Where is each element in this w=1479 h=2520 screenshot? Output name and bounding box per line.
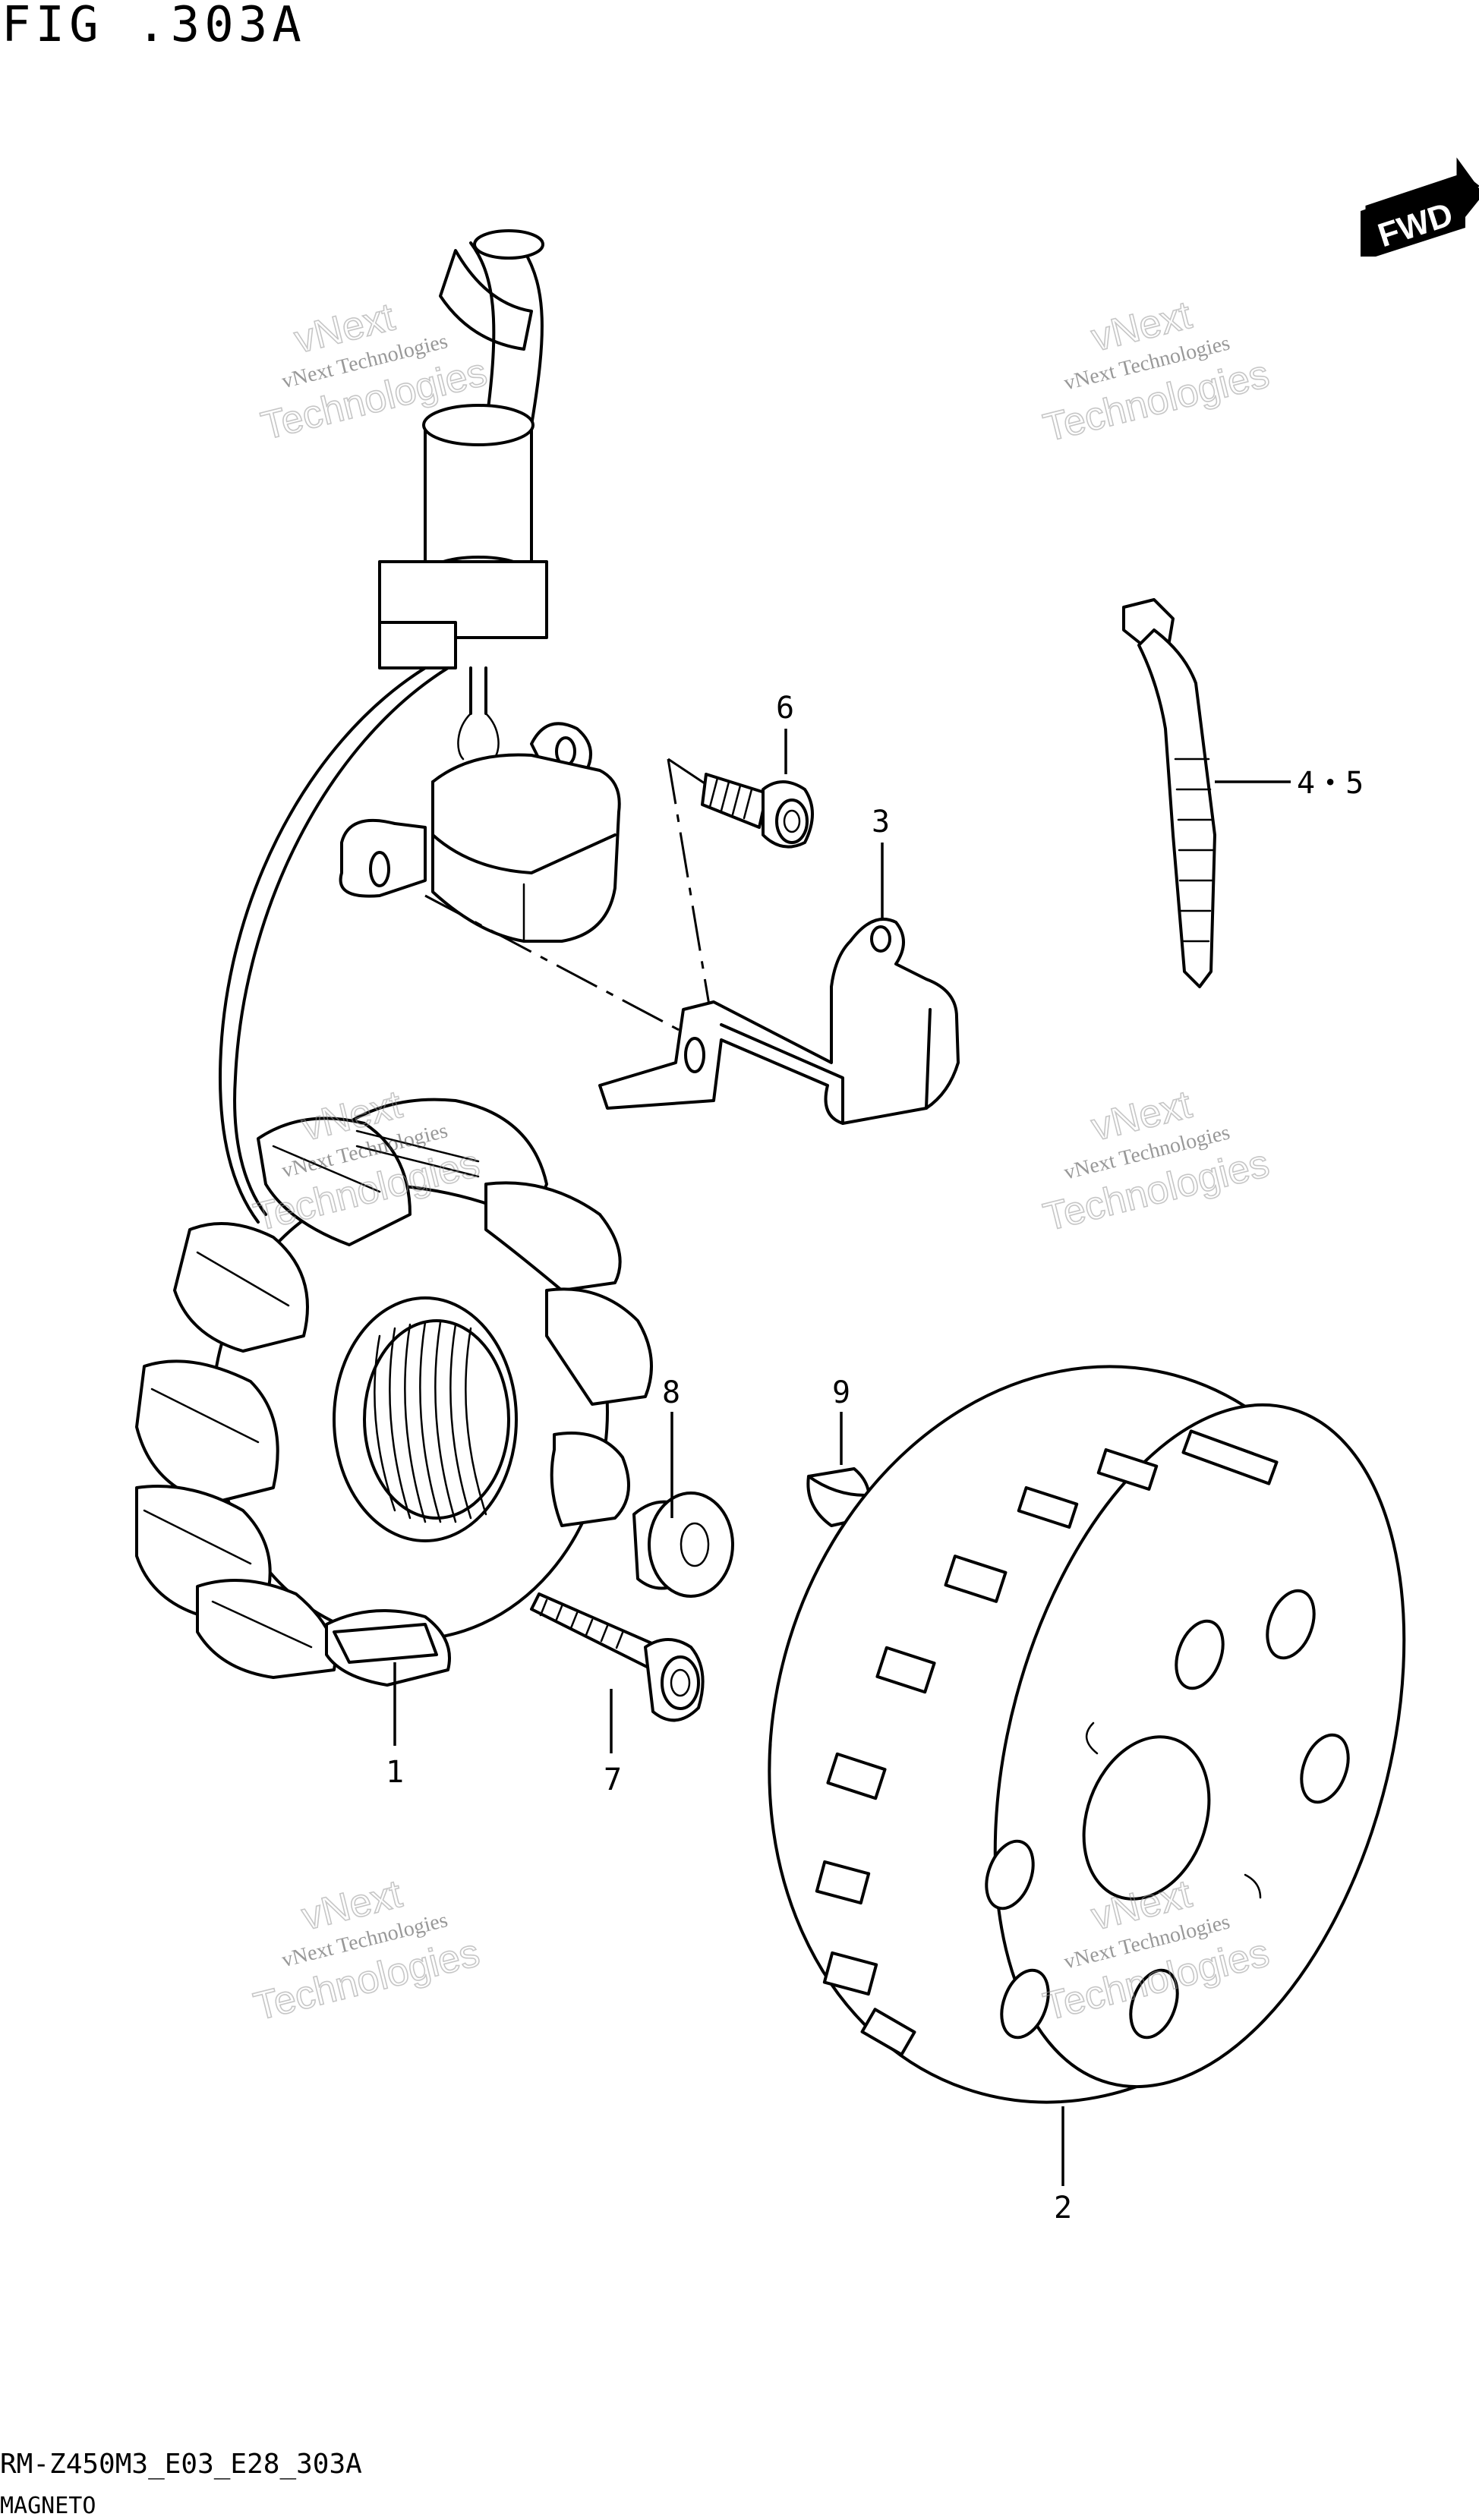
bolt-7 [530,1592,705,1722]
rotor-magnet-tabs [815,1429,1279,2056]
watermark-low-left: vNext vNext Technologies Technologies [249,1871,484,2030]
callout-6: 6 [776,691,794,726]
fwd-arrow-icon: FWD [1361,157,1479,257]
figure-name: MAGNETO [0,2493,96,2519]
collar-8 [632,1492,734,1598]
callout-4-5: 4・5 [1297,766,1364,801]
bracket-3 [598,918,960,1125]
cable-tie-4-5 [1122,598,1216,988]
watermark-mid-right: vNext vNext Technologies Technologies [1039,1082,1274,1240]
callout-1: 1 [386,1755,404,1790]
model-code: RM-Z450M3_E03_E28_303A [0,2449,362,2480]
alignment-line-a [424,894,684,1034]
rotor-2 [768,1365,1406,2104]
stator-1 [135,1098,653,1687]
callout-3: 3 [872,805,890,839]
callout-9: 9 [832,1375,850,1410]
stator-wire-harness [219,229,548,1224]
bolt-6 [701,773,814,849]
callout-8: 8 [662,1375,680,1410]
alignment-line-b [667,758,715,1033]
pickup-coil [339,722,621,943]
figure-title: FIG .303A [2,0,306,53]
callout-7: 7 [604,1762,622,1797]
alignment-line-c [667,758,714,791]
leader-lines [393,729,1291,2186]
callout-2: 2 [1054,2191,1072,2225]
watermark-top-right: vNext vNext Technologies Technologies [1039,292,1274,451]
